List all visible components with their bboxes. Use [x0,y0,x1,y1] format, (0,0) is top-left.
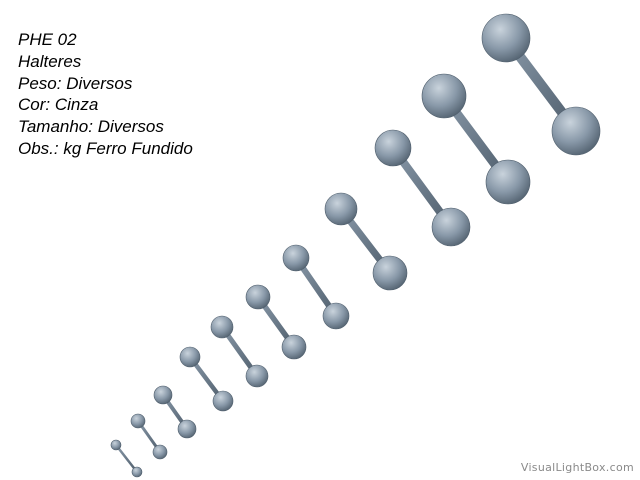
product-code: PHE 02 [18,30,77,49]
dumbbell [179,346,234,412]
product-name: Halteres [18,51,82,71]
dumbbell [282,244,350,330]
dumbbell-weight [485,159,531,205]
dumbbell-weight [152,444,168,460]
dumbbell-weight [110,439,122,451]
dumbbell-weight [431,207,471,247]
dumbbell-weight [421,73,467,119]
product-notes: Obs.: kg Ferro Fundido [18,138,193,158]
product-size: Tamanho: Diversos [18,117,164,137]
dumbbell [421,73,531,205]
watermark: VisualLightBox.com [520,461,634,474]
dumbbell-weight [481,13,531,63]
dumbbell [481,13,601,156]
dumbbell-weight [551,106,601,156]
dumbbell-weight [245,284,271,310]
product-spec-text: PHE 02 Halteres Peso: Diversos Cor: Cinz… [18,29,193,160]
product-weight: Peso: Diversos [18,73,133,93]
dumbbell [245,284,307,360]
dumbbell-bar [114,443,139,474]
dumbbell [374,129,471,247]
dumbbell [110,439,143,478]
product-color: Cor: Cinza [18,95,99,115]
dumbbell [210,315,269,388]
dumbbell-weight [131,466,143,478]
dumbbell-weight [130,413,146,429]
dumbbell-weight [210,315,234,339]
dumbbell-weight [245,364,269,388]
dumbbell-weight [153,385,173,405]
dumbbell [153,385,197,439]
dumbbell [130,413,168,460]
dumbbell-weight [322,302,350,330]
dumbbell-weight [324,192,358,226]
dumbbell-weight [212,390,234,412]
dumbbell-weight [372,255,408,291]
dumbbell-weight [177,419,197,439]
dumbbell-weight [282,244,310,272]
dumbbell-weight [374,129,412,167]
dumbbell [324,192,408,291]
dumbbell-weight [281,334,307,360]
dumbbell-weight [179,346,201,368]
